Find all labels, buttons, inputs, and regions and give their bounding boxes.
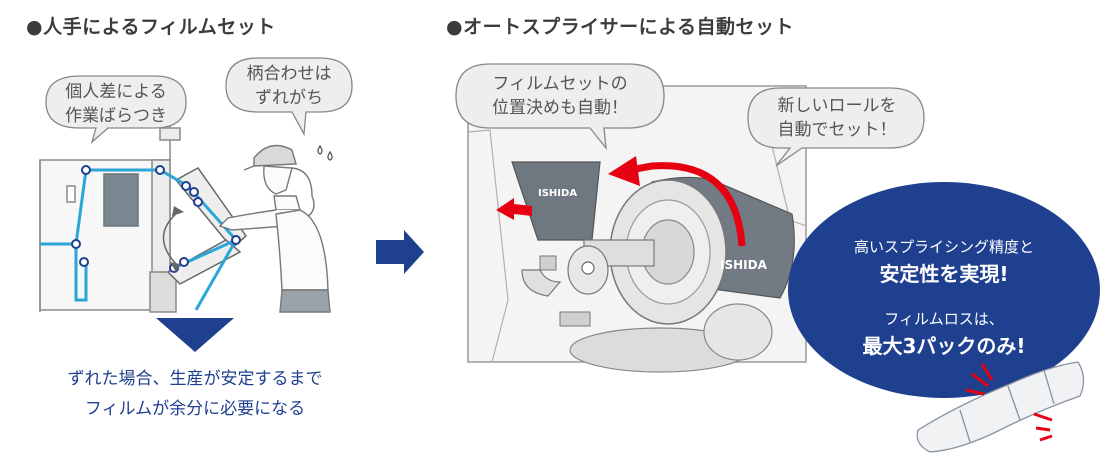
brand-logo: ISHIDA — [538, 188, 578, 199]
highlight-line4: 最大3パックのみ! — [862, 334, 1026, 358]
speech-bubble-icon — [45, 57, 353, 144]
worker-figure — [218, 144, 331, 313]
curved-arrow-icon — [162, 211, 179, 265]
right-heading: ●オートスプライサーによる自動セット — [446, 16, 795, 38]
arrow-right-icon[interactable] — [376, 230, 424, 274]
curved-arrow-icon — [496, 156, 746, 247]
film-rollers — [71, 165, 241, 273]
alert-marks — [965, 363, 1053, 442]
highlight-line3: フィルムロスは、 — [884, 310, 1004, 328]
bubble-roll-text: 新しいロールを 自動でセット！ — [777, 96, 897, 140]
bubble-worker-text: 個人差による 作業ばらつき — [65, 82, 167, 126]
left-heading: ●人手によるフィルムセット — [26, 16, 276, 38]
speech-bubble-icon — [455, 63, 925, 167]
bubble-pattern-text: 柄合わせは ずれがち — [246, 64, 332, 108]
highlight-line2: 安定性を実現! — [879, 262, 1009, 286]
triangle-down-icon — [156, 318, 234, 352]
bubble-position-text: フィルムセットの 位置決めも自動！ — [492, 74, 628, 118]
left-caption: ずれた場合、生産が安定するまで フィルムが余分に必要になる — [67, 369, 323, 419]
brand-logo: ISHIDA — [720, 258, 767, 272]
packaging-machine — [39, 120, 248, 313]
highlight-ellipse — [788, 182, 1100, 398]
sweat-drop-icon — [317, 144, 333, 161]
highlight-line1: 高いスプライシング精度と — [853, 238, 1034, 256]
film-pack-strip — [916, 361, 1085, 453]
